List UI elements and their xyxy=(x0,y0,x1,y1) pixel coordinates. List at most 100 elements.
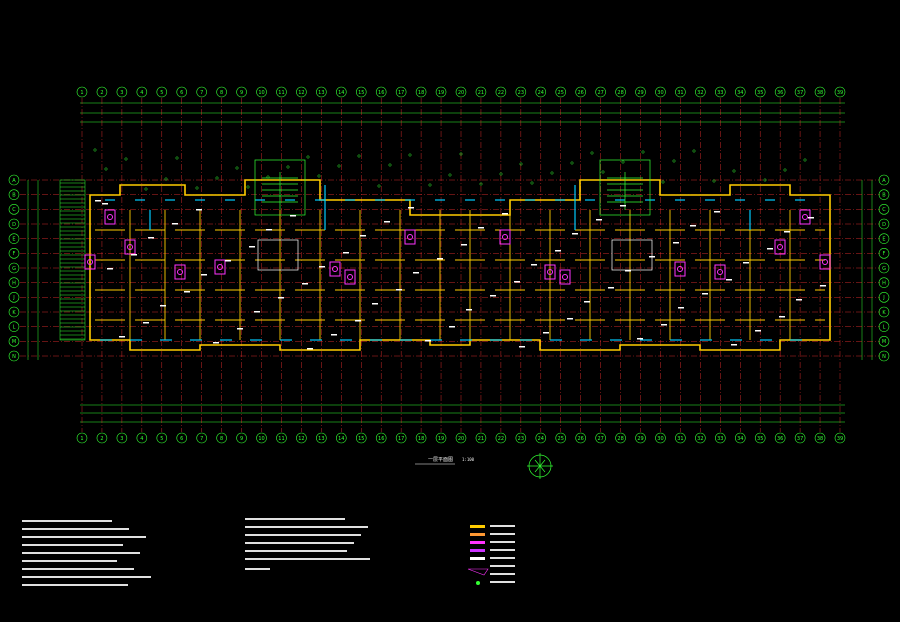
svg-text:14: 14 xyxy=(338,90,344,96)
grid-bubble-top: 39 xyxy=(834,86,846,98)
svg-text:F: F xyxy=(13,251,16,257)
compass-icon xyxy=(527,453,553,479)
svg-text:31: 31 xyxy=(677,436,683,442)
grid-bubble-bottom: 13 xyxy=(316,432,327,444)
ramp-hatch xyxy=(59,179,86,341)
grid-bubble-bottom: 23 xyxy=(515,432,527,444)
grid-bubble-bottom: 1 xyxy=(76,432,88,444)
grid-bubble-bottom: 36 xyxy=(774,432,786,444)
interior-walls xyxy=(95,210,825,340)
svg-text:K: K xyxy=(12,310,16,316)
grid-bubble-top: 32 xyxy=(695,86,706,98)
grid-bubble-right: M xyxy=(878,336,890,347)
svg-text:13: 13 xyxy=(318,436,324,442)
grid-bubble-top: 2 xyxy=(96,86,108,98)
grid-bubble-top: 17 xyxy=(395,86,407,98)
svg-text:7: 7 xyxy=(200,90,203,96)
general-notes xyxy=(22,520,151,586)
svg-text:13: 13 xyxy=(318,90,324,96)
grid-bubble-bottom: 20 xyxy=(455,432,467,444)
svg-text:5: 5 xyxy=(160,90,163,96)
grid-bubble-top: 18 xyxy=(415,86,427,98)
grid-bubble-bottom: 10 xyxy=(256,432,267,444)
grid-bubble-top: 14 xyxy=(336,86,347,98)
grid-bubble-left: H xyxy=(8,277,20,288)
svg-text:10: 10 xyxy=(258,436,264,442)
grid-bubble-top: 5 xyxy=(156,86,168,98)
grid-bubble-bottom: 9 xyxy=(236,432,247,444)
grid-bubble-bottom: 31 xyxy=(675,432,686,444)
svg-text:C: C xyxy=(882,207,886,213)
grid-bubble-right: G xyxy=(878,262,890,274)
grid-bubble-top: 38 xyxy=(814,86,826,98)
svg-text:1: 1 xyxy=(80,90,83,96)
grid-bubble-top: 35 xyxy=(754,86,766,98)
grid-bubble-left: N xyxy=(8,350,20,362)
grid-bubble-bottom: 32 xyxy=(695,432,706,444)
svg-text:39: 39 xyxy=(837,436,843,442)
svg-text:20: 20 xyxy=(458,90,464,96)
grid-bubble-right: B xyxy=(878,189,890,200)
svg-text:B: B xyxy=(12,192,16,198)
grid-bubble-bottom: 33 xyxy=(715,432,726,444)
svg-text:29: 29 xyxy=(637,90,643,96)
grid-bubble-top: 1 xyxy=(76,86,88,98)
svg-text:D: D xyxy=(882,222,886,228)
svg-text:8: 8 xyxy=(220,436,223,442)
svg-text:19: 19 xyxy=(438,436,444,442)
svg-text:30: 30 xyxy=(657,436,663,442)
svg-text:26: 26 xyxy=(577,436,583,442)
svg-text:N: N xyxy=(12,354,16,360)
svg-text:22: 22 xyxy=(498,436,504,442)
grid-bubble-bottom: 18 xyxy=(415,432,427,444)
svg-text:11: 11 xyxy=(278,436,284,442)
grid-bubble-top: 24 xyxy=(535,86,547,98)
grid-bubble-bottom: 22 xyxy=(495,432,507,444)
svg-text:35: 35 xyxy=(757,90,763,96)
grid-bubble-right: A xyxy=(878,174,890,186)
drawing-title-block: 一层平面图 1:100 xyxy=(415,457,475,465)
grid-bubble-bottom: 8 xyxy=(216,432,227,444)
grid-bubble-bottom: 16 xyxy=(375,432,387,444)
grid-bubble-top: 25 xyxy=(555,86,567,98)
grid-bubble-left: E xyxy=(8,233,20,244)
grid-bubble-bottom: 17 xyxy=(395,432,407,444)
grid-bubble-right: C xyxy=(878,204,890,215)
grid-bubble-top: 8 xyxy=(216,86,227,98)
svg-text:G: G xyxy=(12,266,16,272)
grid-bubble-top: 34 xyxy=(734,86,746,98)
svg-text:H: H xyxy=(12,280,16,286)
grid-bubble-bottom: 19 xyxy=(435,432,447,444)
grid-bubble-top: 30 xyxy=(655,86,666,98)
svg-text:32: 32 xyxy=(697,436,703,442)
svg-text:M: M xyxy=(882,339,886,345)
stair-core-right xyxy=(599,159,653,271)
grid-bubble-top: 13 xyxy=(316,86,327,98)
svg-text:36: 36 xyxy=(777,436,783,442)
svg-text:18: 18 xyxy=(418,436,424,442)
svg-text:23: 23 xyxy=(518,436,524,442)
svg-text:L: L xyxy=(13,324,16,330)
grid-bubble-bottom: 21 xyxy=(475,432,487,444)
svg-text:F: F xyxy=(883,251,886,257)
grid-bubble-bottom: 11 xyxy=(276,432,287,444)
svg-text:27: 27 xyxy=(597,90,603,96)
grid-bubble-top: 21 xyxy=(475,86,487,98)
svg-text:15: 15 xyxy=(358,436,364,442)
svg-text:9: 9 xyxy=(240,90,243,96)
grid-bubble-bottom: 24 xyxy=(535,432,547,444)
grid-bubble-right: E xyxy=(878,233,890,244)
grid-bubble-bottom: 2 xyxy=(96,432,108,444)
svg-text:J: J xyxy=(12,295,14,301)
grid-bubble-bottom: 6 xyxy=(176,432,188,444)
svg-text:28: 28 xyxy=(617,90,623,96)
svg-text:6: 6 xyxy=(180,436,183,442)
grid-bubble-bottom: 5 xyxy=(156,432,168,444)
svg-text:2: 2 xyxy=(100,436,103,442)
grid-bubble-top: 9 xyxy=(236,86,247,98)
grid-bubble-top: 16 xyxy=(375,86,387,98)
grid-bubble-right: D xyxy=(878,218,890,230)
grid-bubble-top: 28 xyxy=(615,86,626,98)
svg-text:11: 11 xyxy=(278,90,284,96)
